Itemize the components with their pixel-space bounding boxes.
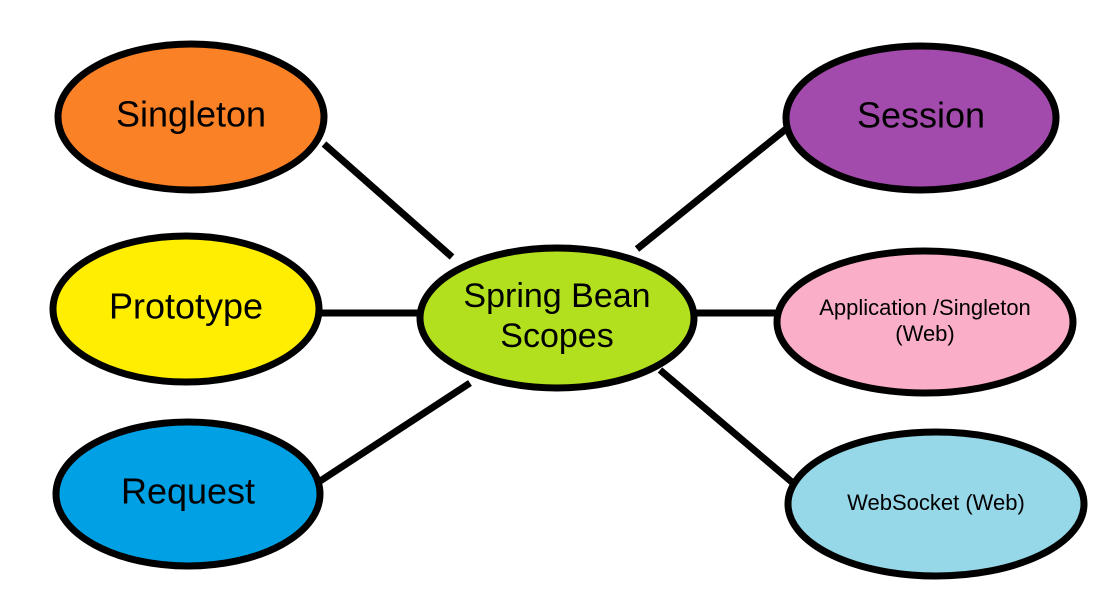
- node-label-center: Scopes: [500, 317, 613, 355]
- node-application-singleton-web[interactable]: Application /Singleton(Web): [773, 247, 1077, 397]
- connector-center-session: [634, 126, 789, 252]
- connector-center-websocket: [657, 367, 803, 492]
- node-request[interactable]: Request: [52, 418, 324, 570]
- node-session[interactable]: Session: [782, 42, 1060, 194]
- node-shape-prototype[interactable]: [49, 232, 323, 386]
- node-shape-singleton[interactable]: [54, 40, 328, 194]
- node-label-websocket-web: WebSocket (Web): [847, 490, 1025, 515]
- node-label-center: Spring Bean: [463, 277, 650, 315]
- node-prototype[interactable]: Prototype: [49, 232, 323, 386]
- connector-center-request: [309, 380, 472, 490]
- node-label-application-singleton-web: (Web): [895, 321, 955, 346]
- node-label-application-singleton-web: Application /Singleton: [819, 295, 1031, 320]
- node-shape-application-singleton-web[interactable]: [773, 247, 1077, 397]
- node-singleton[interactable]: Singleton: [54, 40, 328, 194]
- node-shape-session[interactable]: [782, 42, 1060, 194]
- node-websocket-web[interactable]: WebSocket (Web): [784, 428, 1088, 580]
- node-label-prototype: Prototype: [109, 286, 263, 327]
- node-label-session: Session: [857, 95, 985, 136]
- node-label-request: Request: [121, 471, 255, 512]
- connector-layer: [309, 126, 803, 492]
- node-label-singleton: Singleton: [116, 94, 266, 135]
- node-shape-websocket-web[interactable]: [784, 428, 1088, 580]
- connector-center-singleton: [321, 141, 455, 260]
- node-shape-request[interactable]: [52, 418, 324, 570]
- node-shape-center[interactable]: [416, 244, 698, 392]
